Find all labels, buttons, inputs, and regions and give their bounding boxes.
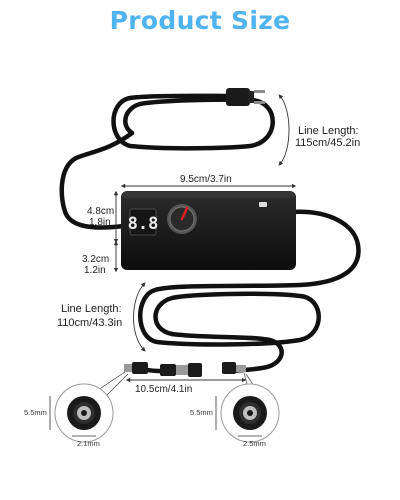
adapter-body (121, 191, 296, 270)
height-in-label: 1.8in (89, 217, 111, 228)
right-plug-outer-label: 5.5mm (190, 408, 213, 417)
left-plug-outer-label: 5.5mm (24, 408, 47, 417)
line-length-top-label: Line Length: (298, 125, 359, 137)
top-cable (59, 93, 275, 230)
right-plug-inner-label: 2.5mm (243, 439, 266, 448)
width-label: 9.5cm/3.7in (180, 174, 232, 185)
line-length-top-value: 115cm/45.2in (295, 137, 361, 149)
barrel-jack-middle (160, 363, 202, 377)
depth-in-label: 1.2in (84, 265, 106, 276)
height-cm-label: 4.8cm (87, 206, 115, 217)
left-plug-inner-label: 2.1mm (77, 439, 100, 448)
barrel-plug-right (222, 362, 246, 374)
dimension-lines (113, 94, 297, 383)
ac-plug (226, 88, 265, 106)
line-length-bottom-label: Line Length: (61, 303, 122, 315)
right-plug-closeup (215, 383, 280, 443)
page-title: Product Size (109, 6, 291, 35)
barrel-plug-left (124, 362, 148, 374)
line-length-bottom-value: 110cm/43.3in (57, 317, 123, 329)
led-display: 8.8 (128, 208, 159, 236)
connector-length-label: 10.5cm/4.1in (135, 384, 193, 395)
led-digits: 8.8 (128, 214, 159, 234)
voltage-knob (167, 204, 197, 234)
depth-cm-label: 3.2cm (82, 254, 110, 265)
left-plug-closeup (49, 383, 114, 443)
